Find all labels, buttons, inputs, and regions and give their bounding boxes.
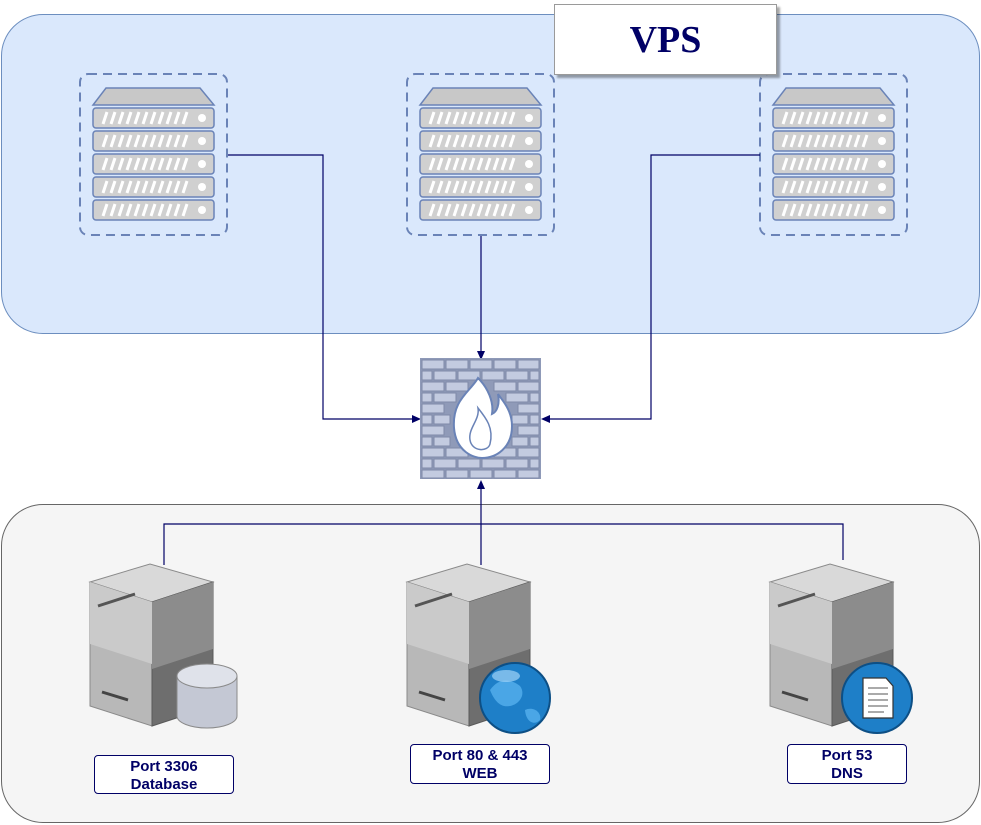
vps-title: VPS xyxy=(629,18,702,61)
rack-server-icon xyxy=(773,88,894,220)
rack-server-icon xyxy=(93,88,214,220)
connector-left-to-firewall xyxy=(228,154,414,420)
port-number: Port 3306 xyxy=(130,758,198,775)
port-label-database: Port 3306 Database xyxy=(94,755,234,794)
vps-title-box: VPS xyxy=(554,4,777,75)
database-icon xyxy=(176,663,238,729)
vps-server-frame-1 xyxy=(79,73,228,236)
port-number: Port 80 & 443 xyxy=(432,747,528,764)
service-name: Database xyxy=(130,776,198,793)
arrowheads xyxy=(412,351,550,489)
service-name: DNS xyxy=(831,765,863,782)
connectors xyxy=(163,154,844,565)
connector-right-to-firewall xyxy=(548,154,760,420)
service-name: WEB xyxy=(462,765,498,782)
firewall-icon xyxy=(420,358,541,479)
port-label-web: Port 80 & 443 WEB xyxy=(410,744,550,784)
globe-icon xyxy=(479,662,551,734)
port-label-dns: Port 53 DNS xyxy=(787,744,907,784)
rack-server-icon xyxy=(420,88,541,220)
port-number: Port 53 xyxy=(821,747,873,764)
vps-server-frame-2 xyxy=(406,73,555,236)
dns-document-icon xyxy=(841,662,913,734)
connector-bus xyxy=(163,523,844,565)
